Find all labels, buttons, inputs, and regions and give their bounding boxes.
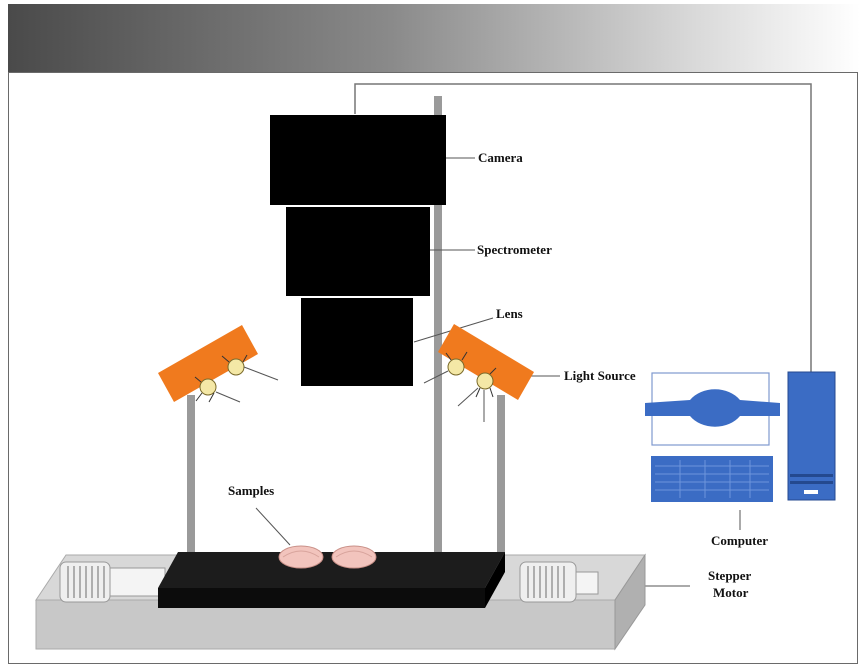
sample-1: [278, 545, 324, 569]
left-bulb-icon: [221, 354, 279, 381]
stepper-motor-label-line1: Stepper: [708, 568, 752, 583]
conveyor-belt: [158, 552, 505, 608]
samples-label: Samples: [228, 483, 274, 498]
lens-box: [301, 298, 413, 386]
keyboard-icon: [651, 456, 773, 502]
monitor-icon: [645, 389, 780, 427]
spectrometer-label: Spectrometer: [477, 242, 552, 257]
sample-2: [331, 545, 377, 569]
spectrometer-box: [286, 207, 430, 296]
light-source-label: Light Source: [564, 368, 636, 383]
computer: [645, 371, 836, 502]
right-lamp-pole: [497, 395, 505, 555]
computer-label: Computer: [711, 533, 768, 548]
figure-frame: [8, 72, 858, 664]
camera-box: [270, 115, 446, 205]
lens-label: Lens: [496, 306, 523, 321]
right-bulb-icon-2: [457, 367, 497, 422]
center-support-pole: [434, 96, 442, 556]
right-light-source: [423, 324, 534, 422]
right-light-panel: [438, 324, 534, 400]
samples-leader-line: [255, 507, 291, 546]
camera-computer-cable: [354, 83, 812, 372]
left-lamp-pole: [187, 395, 195, 555]
left-light-source: [158, 325, 279, 403]
header-gradient-bar: [8, 4, 860, 72]
left-light-panel: [158, 325, 258, 402]
right-bulb-icon: [423, 351, 468, 384]
left-bulb-icon-2: [194, 376, 241, 403]
stepper-motor: [519, 561, 599, 603]
computer-tower-icon: [787, 371, 836, 501]
stepper-motor-label-line2: Motor: [713, 585, 749, 600]
camera-label: Camera: [478, 150, 523, 165]
left-roller-motor: [59, 561, 166, 603]
